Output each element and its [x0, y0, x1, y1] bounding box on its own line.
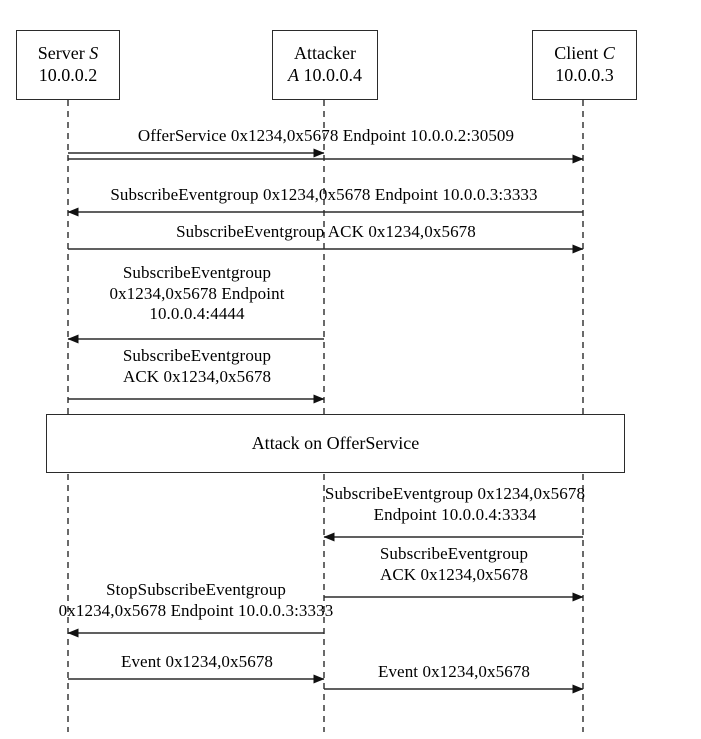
actor-name-client: Client C [554, 43, 615, 64]
message-label-m9: StopSubscribeEventgroup 0x1234,0x5678 En… [58, 580, 334, 620]
actor-address-server: 10.0.0.2 [38, 65, 98, 85]
message-label-m11: Event 0x1234,0x5678 [377, 662, 531, 681]
message-arrows-group [67, 148, 584, 694]
frame-attack-frame: Attack on OfferService [46, 414, 625, 473]
message-label-m4: SubscribeEventgroup ACK 0x1234,0x5678 [176, 222, 476, 241]
actor-name-attacker: Attacker [294, 43, 356, 64]
actor-symbol-client: C [602, 43, 615, 64]
message-label-m10: Event 0x1234,0x5678 [120, 652, 274, 671]
actor-address-attacker: A 10.0.0.4 [288, 65, 362, 85]
message-label-m7: SubscribeEventgroup 0x1234,0x5678 Endpoi… [324, 484, 586, 524]
actor-symbol-attacker: A [288, 65, 299, 85]
message-label-m1: OfferService 0x1234,0x5678 Endpoint 10.0… [137, 126, 515, 145]
message-label-m5: SubscribeEventgroup 0x1234,0x5678 Endpoi… [109, 263, 285, 324]
message-label-m6: SubscribeEventgroup ACK 0x1234,0x5678 [122, 346, 272, 386]
actor-address-client: 10.0.0.3 [555, 65, 614, 85]
actor-name-server: Server S [37, 43, 99, 64]
actor-symbol-server: S [89, 43, 99, 64]
message-label-m3: SubscribeEventgroup 0x1234,0x5678 Endpoi… [110, 185, 538, 204]
message-label-m8: SubscribeEventgroup ACK 0x1234,0x5678 [379, 544, 529, 584]
